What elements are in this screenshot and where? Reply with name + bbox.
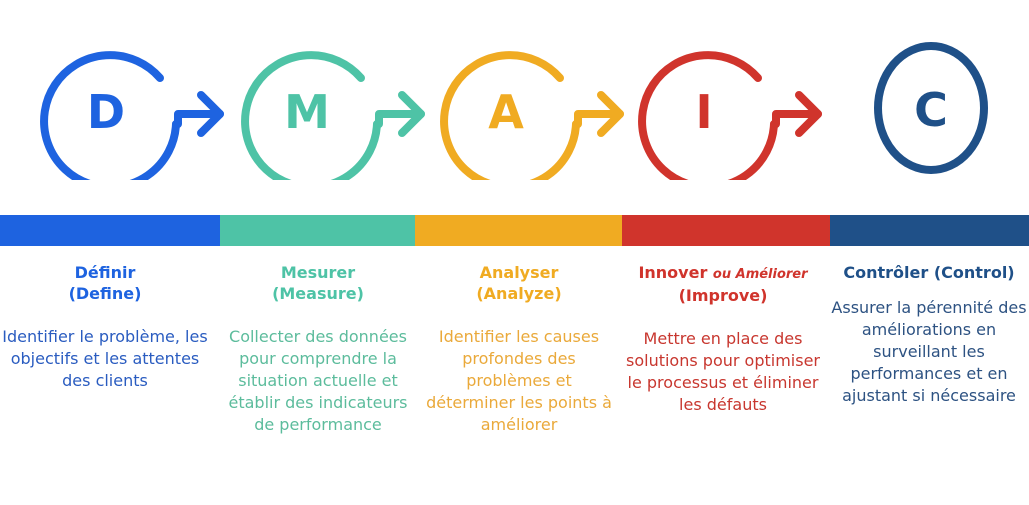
phase-color-bar xyxy=(0,215,1029,246)
measure-title-fr: Mesurer xyxy=(280,263,356,282)
letter-a: A xyxy=(488,85,524,139)
control-description: Assurer la pérennité des améliorations e… xyxy=(831,298,1027,405)
define-title-fr: Définir xyxy=(74,263,136,282)
analyze-title-en: (Analyze) xyxy=(476,284,562,303)
improve-title-alt: ou Améliorer xyxy=(712,267,808,282)
measure-title: Mesurer (Measure) xyxy=(218,262,418,304)
define-description: Identifier le problème, les objectifs et… xyxy=(2,327,208,390)
analyze-column: Analyser (Analyze) Identifier les causes… xyxy=(424,262,614,436)
bar-control xyxy=(830,215,1029,246)
control-title: Contrôler (Control) xyxy=(831,262,1027,283)
define-step-icon: D xyxy=(38,40,228,180)
bar-improve xyxy=(622,215,830,246)
define-column: Définir (Define) Identifier le problème,… xyxy=(0,262,210,392)
measure-description: Collecter des données pour comprendre la… xyxy=(228,327,408,434)
letter-i: I xyxy=(695,85,712,139)
analyze-description: Identifier les causes profondes des prob… xyxy=(426,327,612,434)
control-column: Contrôler (Control) Assurer la pérennité… xyxy=(831,262,1027,407)
circle-arrow-icon: D xyxy=(40,51,224,180)
improve-title: Innover ou Améliorer (Improve) xyxy=(623,262,823,306)
define-title-en: (Define) xyxy=(68,284,142,303)
improve-step-icon: I xyxy=(636,40,826,180)
measure-step-icon: M xyxy=(239,40,429,180)
analyze-title: Analyser (Analyze) xyxy=(424,262,614,304)
improve-column: Innover ou Améliorer (Improve) Mettre en… xyxy=(623,262,823,416)
circle-arrow-icon: I xyxy=(638,51,822,180)
control-step-icon: C xyxy=(836,40,1026,180)
circle-arrow-icon: A xyxy=(440,51,624,180)
bar-define xyxy=(0,215,220,246)
letter-d: D xyxy=(87,85,125,139)
improve-description: Mettre en place des solutions pour optim… xyxy=(626,329,820,414)
improve-title-en: (Improve) xyxy=(678,286,768,305)
letter-m: M xyxy=(284,85,330,139)
circle-arrow-icon: M xyxy=(241,51,425,180)
define-title: Définir (Define) xyxy=(0,262,210,304)
measure-column: Mesurer (Measure) Collecter des données … xyxy=(218,262,418,436)
improve-title-fr: Innover xyxy=(638,263,708,282)
circle-icon: C xyxy=(874,42,988,174)
measure-title-en: (Measure) xyxy=(272,284,364,303)
letter-c: C xyxy=(914,83,948,137)
analyze-step-icon: A xyxy=(438,40,628,180)
analyze-title-fr: Analyser xyxy=(479,263,559,282)
bar-measure xyxy=(220,215,415,246)
bar-analyze xyxy=(415,215,622,246)
control-title-full: Contrôler (Control) xyxy=(843,263,1015,282)
